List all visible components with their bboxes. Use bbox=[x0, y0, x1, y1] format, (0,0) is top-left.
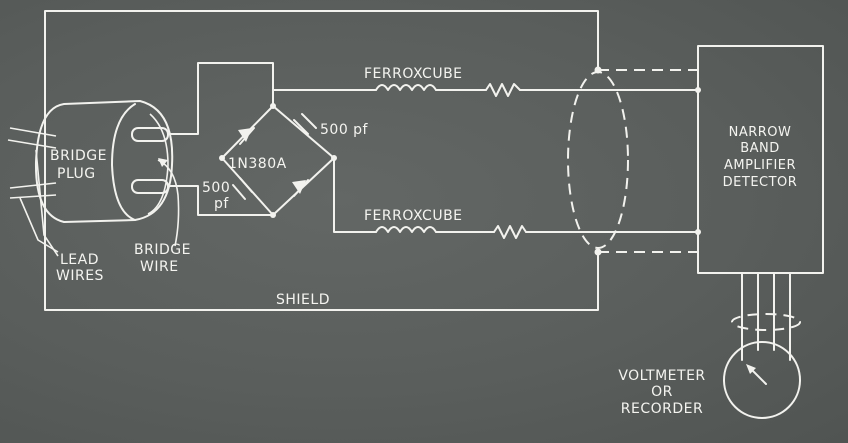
amplifier-box bbox=[695, 45, 824, 274]
meter-label-1: VOLTMETER bbox=[618, 368, 705, 384]
ferroxcube-bottom-label: FERROXCUBE bbox=[364, 208, 463, 224]
cap-bottom-label-2: pf bbox=[214, 196, 229, 212]
lead-wires-label: LEAD bbox=[60, 252, 99, 268]
shield-label: SHIELD bbox=[276, 292, 330, 308]
diode-bridge bbox=[219, 89, 337, 218]
bridge-plug-label-2: PLUG bbox=[57, 166, 96, 182]
diode-top-icon bbox=[238, 127, 255, 145]
amp-label-1: NARROW bbox=[729, 125, 792, 140]
capacitor-bottom-icon bbox=[232, 177, 253, 200]
meter-label-3: RECORDER bbox=[621, 401, 703, 417]
top-signal-line bbox=[272, 83, 699, 97]
cap-top-label: 500 pf bbox=[320, 122, 369, 138]
amp-label-3: AMPLIFIER bbox=[724, 158, 796, 173]
lead-wires bbox=[7, 127, 59, 257]
shield-enclosure bbox=[44, 10, 599, 311]
bottom-signal-line bbox=[333, 157, 699, 239]
bridge-wire-label: BRIDGE bbox=[134, 242, 191, 258]
lead-wires-label-2: WIRES bbox=[56, 268, 104, 284]
bridge-plug bbox=[34, 100, 174, 223]
ferroxcube-top-label: FERROXCUBE bbox=[364, 66, 463, 82]
cap-bottom-label: 500 bbox=[202, 180, 230, 196]
capacitor-top-icon bbox=[293, 113, 317, 135]
amp-label-4: DETECTOR bbox=[723, 175, 798, 190]
meter-label-2: OR bbox=[651, 384, 673, 400]
labels: BRIDGE PLUG LEAD WIRES BRIDGE WIRE 1N380… bbox=[50, 66, 797, 417]
voltmeter-icon bbox=[723, 341, 801, 419]
bridge-wire-label-2: WIRE bbox=[140, 259, 179, 275]
amp-label-2: BAND bbox=[740, 141, 780, 156]
shielded-cable bbox=[567, 66, 698, 256]
diode-bottom-icon bbox=[292, 179, 309, 197]
bridge-wire bbox=[157, 62, 274, 247]
bridge-plug-label: BRIDGE bbox=[50, 148, 107, 164]
diode-part-label: 1N380A bbox=[228, 156, 287, 172]
meter-cable bbox=[731, 272, 801, 361]
